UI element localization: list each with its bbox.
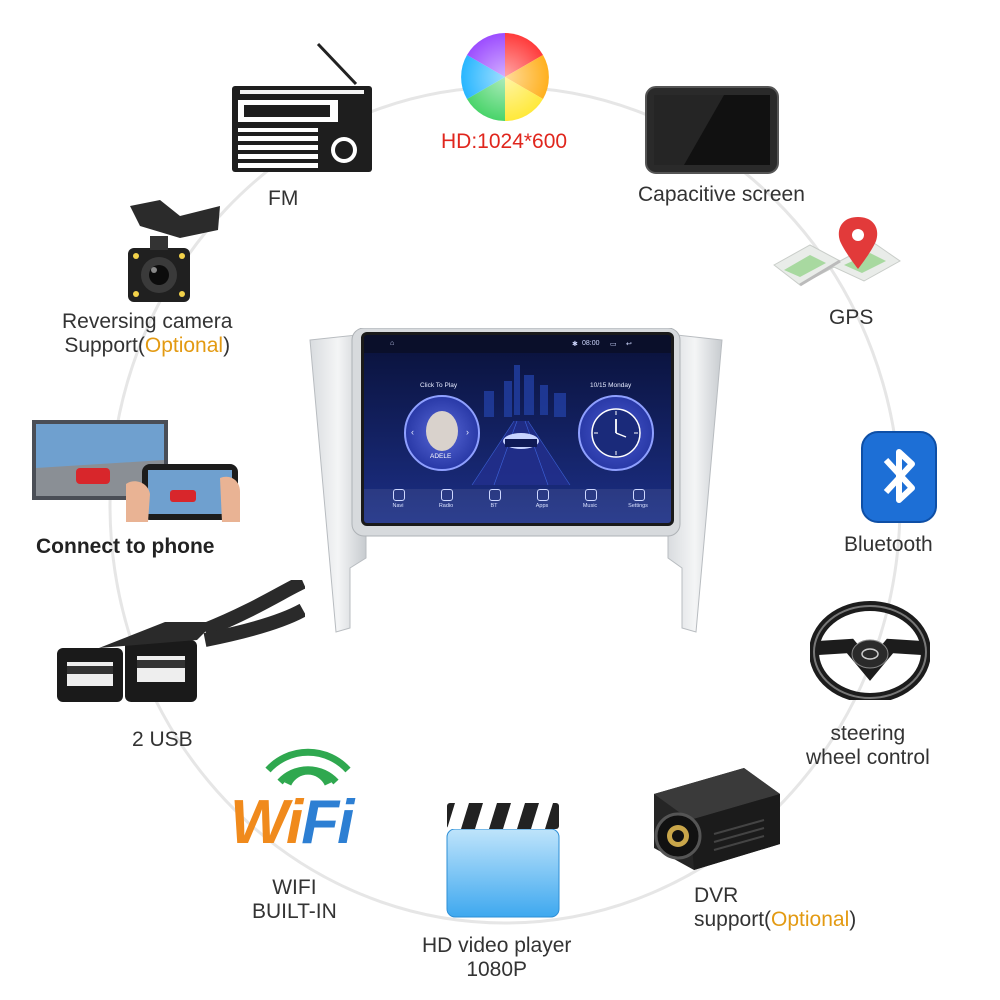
click-to-play-label: Click To Play — [420, 382, 458, 389]
wifi-icon — [232, 746, 382, 786]
dvr-label: DVR support(Optional) — [694, 884, 856, 932]
bt-app-icon[interactable] — [489, 489, 501, 501]
steering-line1: steering — [830, 722, 906, 745]
steering-wheel-icon — [810, 600, 930, 700]
clock-card[interactable] — [578, 395, 654, 471]
bluetooth-icon — [860, 430, 938, 524]
status-bar: ⌂ ✱ 08:00 ▭ ↩ — [364, 335, 671, 353]
dvr-line2: support(Optional) — [694, 908, 857, 931]
usb-label: 2 USB — [132, 728, 193, 751]
date-label: 10/15 Monday — [590, 382, 632, 389]
window-icon[interactable]: ▭ — [610, 341, 617, 348]
dvr-line1: DVR — [694, 884, 739, 907]
fm-label: FM — [268, 187, 299, 210]
video-player-icon — [443, 795, 563, 921]
wifi-line2: BUILT-IN — [252, 900, 337, 923]
reversing-camera-icon — [120, 196, 230, 308]
color-wheel-icon — [458, 30, 552, 124]
back-icon[interactable]: ↩ — [626, 341, 632, 348]
hd-resolution-label: HD:1024*600 — [441, 130, 568, 153]
navi-icon[interactable] — [393, 489, 405, 501]
dvr-camera-icon — [634, 764, 784, 874]
wifi-line1: WIFI — [272, 876, 317, 899]
bluetooth-label: Bluetooth — [844, 533, 933, 556]
reversing-camera-label: Reversing camera Support(Optional) — [62, 310, 232, 358]
radio-app-icon[interactable] — [441, 489, 453, 501]
video-player-label: HD video player 1080P — [422, 934, 571, 982]
next-track-icon[interactable]: › — [466, 427, 469, 437]
video-line2: 1080P — [466, 958, 528, 981]
dock-navi[interactable]: Navi — [392, 503, 404, 509]
dock-bt[interactable]: BT — [490, 503, 498, 509]
head-unit-screen[interactable]: ⌂ ✱ 08:00 ▭ ↩ Click To Play ADELE ‹ — [361, 332, 674, 526]
status-time: 08:00 — [582, 340, 600, 347]
home-icon[interactable]: ⌂ — [390, 340, 395, 347]
optional-badge: Optional — [144, 334, 224, 357]
music-card[interactable]: ADELE ‹ › — [404, 395, 480, 471]
phone-mirroring-icon — [30, 418, 242, 526]
gps-label: GPS — [829, 306, 874, 329]
music-app-icon[interactable] — [585, 489, 597, 501]
dock-apps[interactable]: Apps — [535, 503, 549, 509]
wifi-label: WIFI BUILT-IN — [252, 876, 337, 924]
usb-cable-icon — [55, 580, 305, 720]
gps-map-icon — [770, 215, 910, 305]
settings-icon[interactable] — [633, 489, 645, 501]
steering-line2: wheel control — [806, 746, 930, 769]
prev-track-icon[interactable]: ‹ — [411, 427, 414, 437]
clock-face — [591, 408, 641, 458]
connect-phone-label: Connect to phone — [36, 535, 215, 558]
optional-badge: Optional — [771, 908, 850, 931]
dock-music[interactable]: Music — [582, 503, 598, 509]
reversing-camera-line1: Reversing camera — [62, 310, 233, 333]
radio-icon — [228, 42, 376, 176]
album-art — [426, 411, 458, 451]
screen-icon — [644, 85, 780, 175]
dock-radio[interactable]: Radio — [438, 503, 454, 509]
video-line1: HD video player — [422, 934, 572, 957]
bluetooth-status-icon: ✱ — [572, 341, 578, 348]
album-text: ADELE — [430, 453, 452, 460]
capacitive-screen-label: Capacitive screen — [638, 183, 805, 206]
reversing-camera-line2: Support(Optional) — [64, 334, 231, 357]
wifi-logo: WiFi — [230, 788, 354, 857]
dock-settings[interactable]: Settings — [628, 503, 648, 509]
apps-icon[interactable] — [537, 489, 549, 501]
steering-wheel-label: steering wheel control — [806, 722, 930, 770]
